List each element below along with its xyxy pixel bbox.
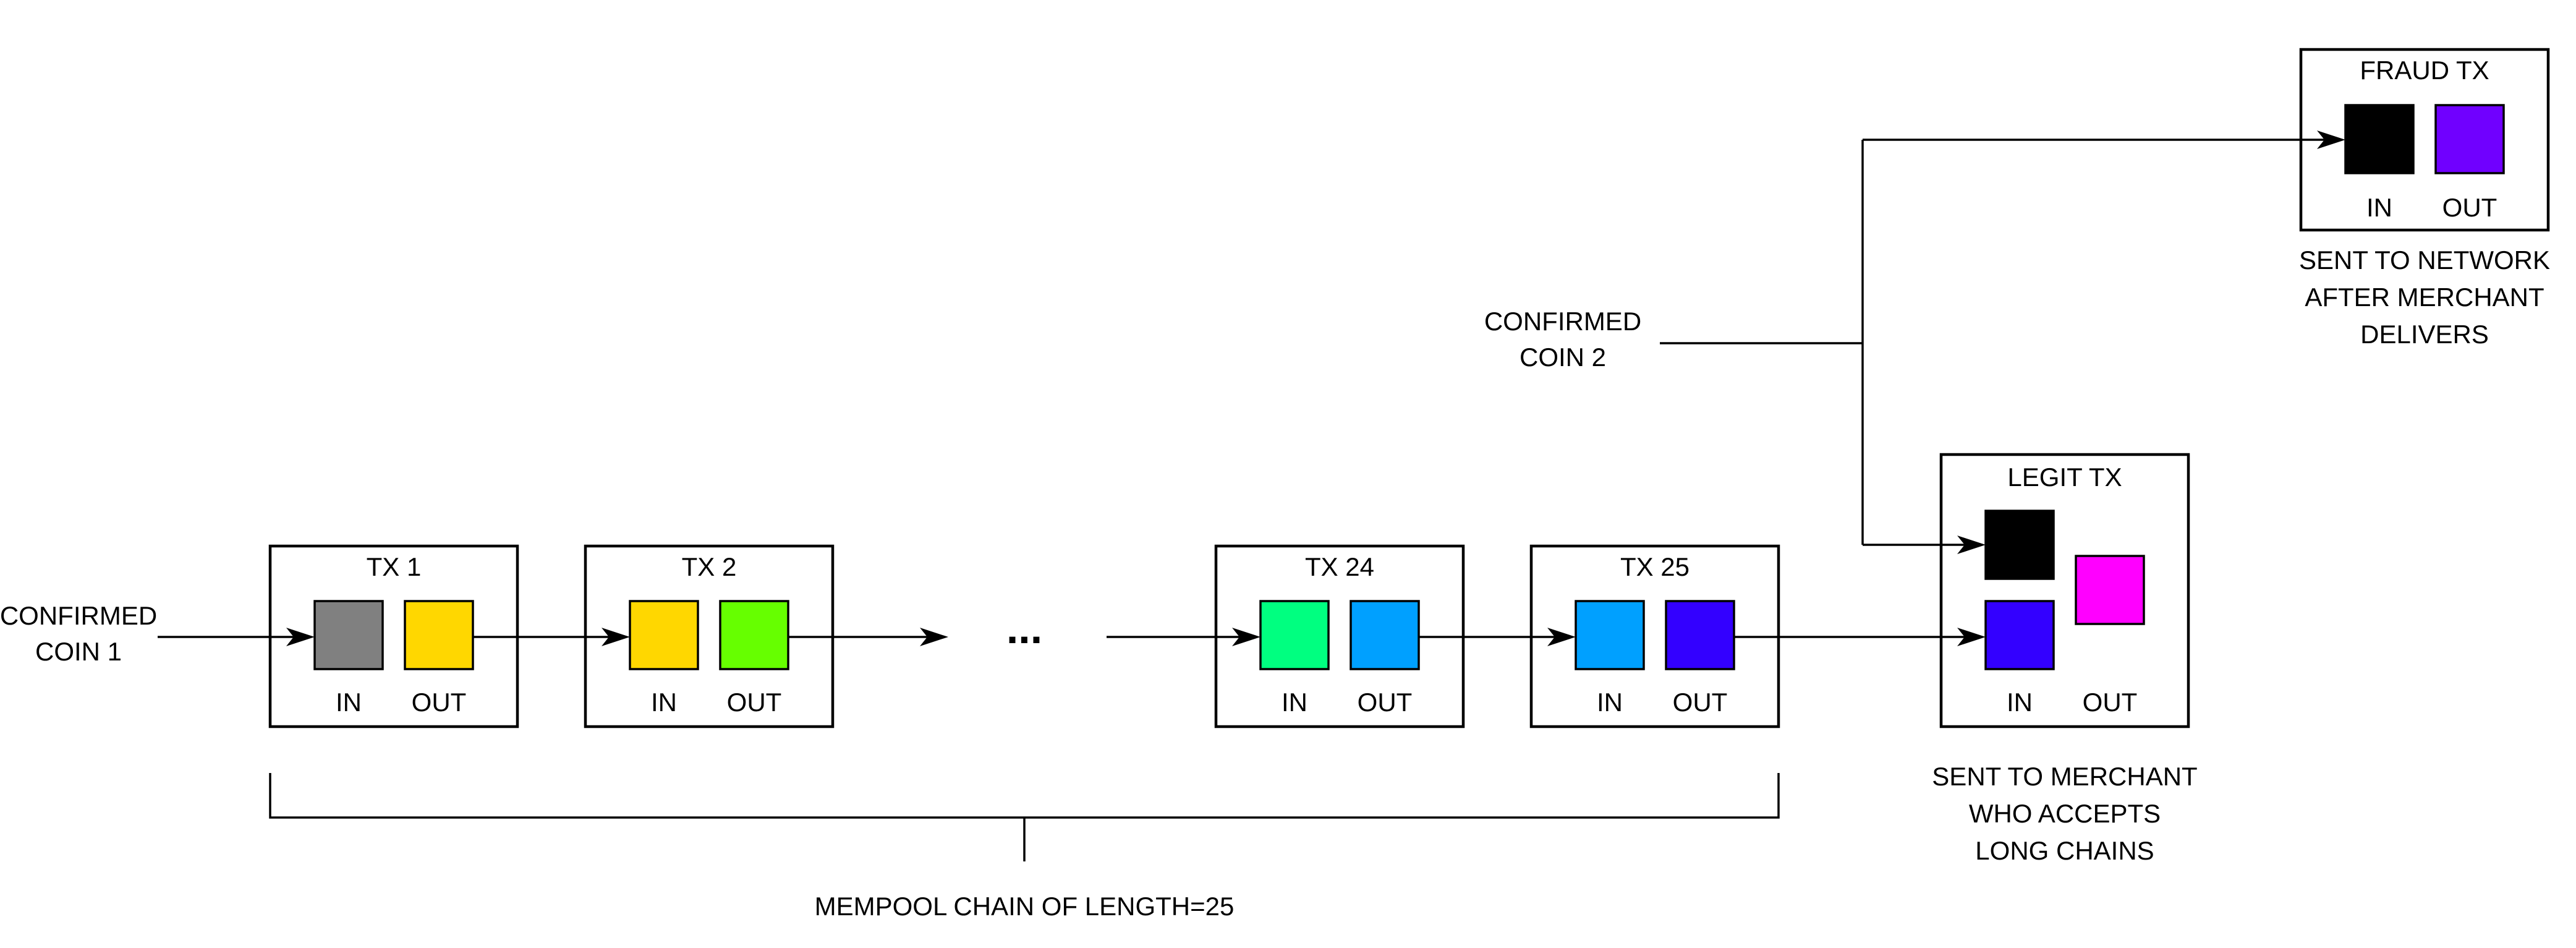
fraud-tx-in-label: IN — [2366, 193, 2392, 222]
coin1-label-line2: COIN 1 — [35, 637, 122, 666]
tx24-in-label: IN — [1282, 688, 1307, 717]
mempool-bracket — [269, 773, 1780, 861]
arrowhead — [920, 628, 948, 646]
coin2-label-line1: CONFIRMED — [1484, 307, 1641, 336]
coin1-label-line1: CONFIRMED — [0, 601, 157, 630]
arrowhead — [1232, 628, 1260, 646]
legit-tx-title: LEGIT TX — [2007, 463, 2122, 492]
tx25-output-swatch — [1665, 600, 1735, 670]
legit-tx-input-swatch-1 — [1984, 510, 2055, 580]
legit-tx-caption-line2: WHO ACCEPTS — [1969, 799, 2161, 828]
tx25-out-label: OUT — [1673, 688, 1728, 717]
chain-ellipsis: ... — [1006, 604, 1042, 652]
arrowhead — [601, 628, 630, 646]
fraud-tx-caption-line3: DELIVERS — [2360, 320, 2489, 349]
tx2-output-swatch — [719, 600, 789, 670]
coin2-label-line2: COIN 2 — [1520, 343, 1606, 372]
arrowhead — [1547, 628, 1576, 646]
fraud-tx-caption-line2: AFTER MERCHANT — [2305, 283, 2544, 312]
fraud-tx-out-label: OUT — [2442, 193, 2497, 222]
legit-tx-out-label: OUT — [2083, 688, 2138, 717]
legit-tx-input-swatch-2 — [1984, 600, 2055, 670]
legit-tx-caption-line1: SENT TO MERCHANT — [1932, 762, 2197, 791]
arrowhead — [1957, 628, 1986, 646]
arrowhead — [1957, 536, 1986, 554]
tx25-in-label: IN — [1597, 688, 1623, 717]
tx1-out-label: OUT — [412, 688, 467, 717]
tx2-out-label: OUT — [727, 688, 782, 717]
bracket-label: MEMPOOL CHAIN OF LENGTH=25 — [815, 892, 1235, 921]
legit-tx-output-swatch — [2075, 555, 2145, 625]
fraud-tx-caption-line1: SENT TO NETWORK — [2299, 246, 2550, 275]
fraud-tx-output-swatch — [2434, 104, 2505, 174]
fraud-tx-box: FRAUD TX IN OUT — [2299, 48, 2550, 232]
tx2-in-label: IN — [651, 688, 677, 717]
fraud-tx-input-swatch — [2344, 104, 2415, 174]
tx24-output-swatch — [1350, 600, 1420, 670]
tx24-input-swatch — [1259, 600, 1330, 670]
tx24-out-label: OUT — [1358, 688, 1413, 717]
tx25-title: TX 25 — [1620, 552, 1690, 581]
tx1-title: TX 1 — [367, 552, 422, 581]
tx1-in-label: IN — [336, 688, 362, 717]
tx1-output-swatch — [404, 600, 474, 670]
tx2-title: TX 2 — [682, 552, 737, 581]
arrowhead — [2317, 130, 2345, 149]
legit-tx-in-label: IN — [2007, 688, 2033, 717]
connectors — [158, 130, 2345, 646]
legit-tx-box: LEGIT TX IN OUT — [1939, 453, 2190, 728]
tx2-input-swatch — [629, 600, 699, 670]
tx24-title: TX 24 — [1305, 552, 1374, 581]
fraud-tx-title: FRAUD TX — [2360, 56, 2489, 85]
legit-tx-caption-line3: LONG CHAINS — [1975, 836, 2154, 865]
arrowhead — [286, 628, 315, 646]
tx25-input-swatch — [1575, 600, 1645, 670]
tx1-input-swatch — [313, 600, 384, 670]
